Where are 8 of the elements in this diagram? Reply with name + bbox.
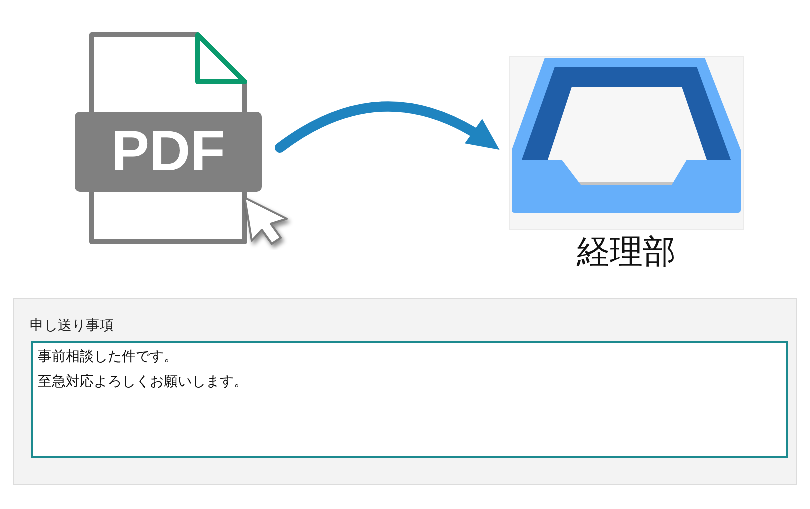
curved-arrow xyxy=(275,102,500,153)
text-area xyxy=(31,341,788,458)
form-panel xyxy=(13,298,797,485)
entered-text: 至急対応よろしくお願いします。 xyxy=(38,373,248,392)
entered-text: 事前相談した件です。 xyxy=(38,348,178,367)
tray-label: 経理部 xyxy=(577,232,676,272)
field-label: 申し送り事項 xyxy=(30,317,114,335)
file-type-label: PDF xyxy=(112,124,226,180)
